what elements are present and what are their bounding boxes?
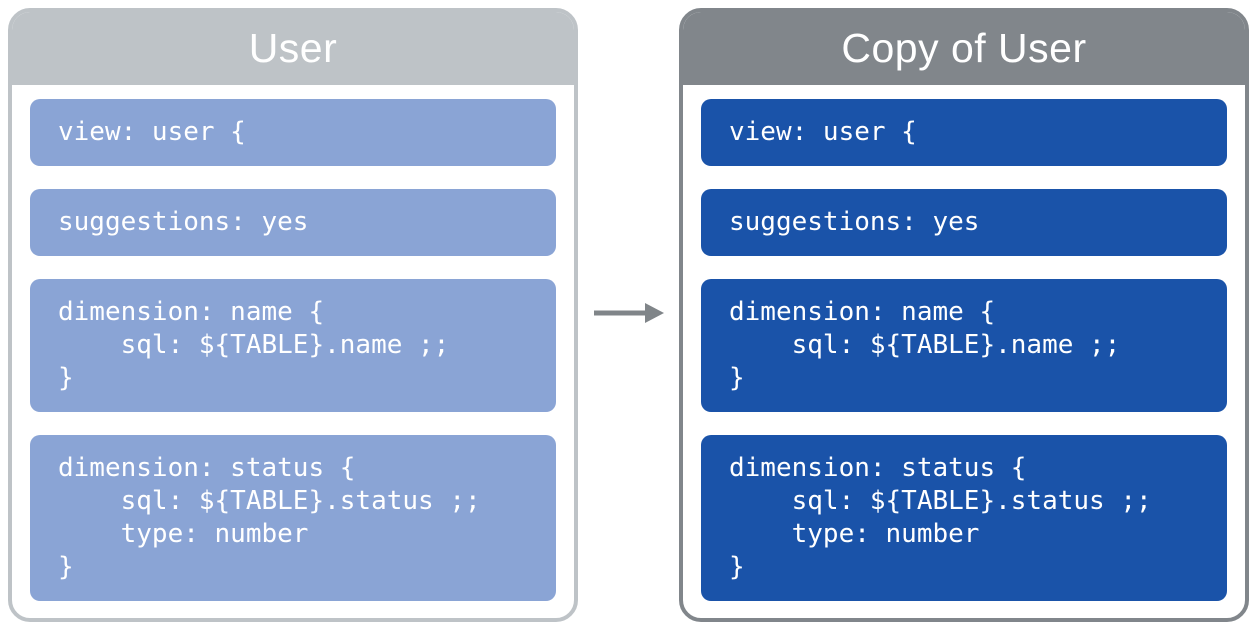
code-block-suggestions-copy: suggestions: yes — [701, 189, 1227, 256]
panel-user-title: User — [248, 25, 338, 71]
panel-copy-of-user-body: view: user { suggestions: yes dimension:… — [683, 85, 1245, 615]
panel-user-body: view: user { suggestions: yes dimension:… — [12, 85, 574, 615]
code-block-dimension-name: dimension: name { sql: ${TABLE}.name ;; … — [30, 279, 556, 412]
right-arrow-icon — [594, 303, 664, 323]
code-block-dimension-status-copy: dimension: status { sql: ${TABLE}.status… — [701, 435, 1227, 601]
code-block-dimension-name-copy: dimension: name { sql: ${TABLE}.name ;; … — [701, 279, 1227, 412]
code-block-view-copy: view: user { — [701, 99, 1227, 166]
code-block-dimension-status: dimension: status { sql: ${TABLE}.status… — [30, 435, 556, 601]
panel-copy-of-user-header: Copy of User — [683, 12, 1245, 85]
panel-copy-of-user: Copy of User view: user { suggestions: y… — [679, 8, 1249, 622]
code-block-suggestions: suggestions: yes — [30, 189, 556, 256]
panel-user-header: User — [12, 12, 574, 85]
panel-copy-of-user-title: Copy of User — [841, 25, 1087, 71]
code-block-view: view: user { — [30, 99, 556, 166]
panel-user: User view: user { suggestions: yes dimen… — [8, 8, 578, 622]
